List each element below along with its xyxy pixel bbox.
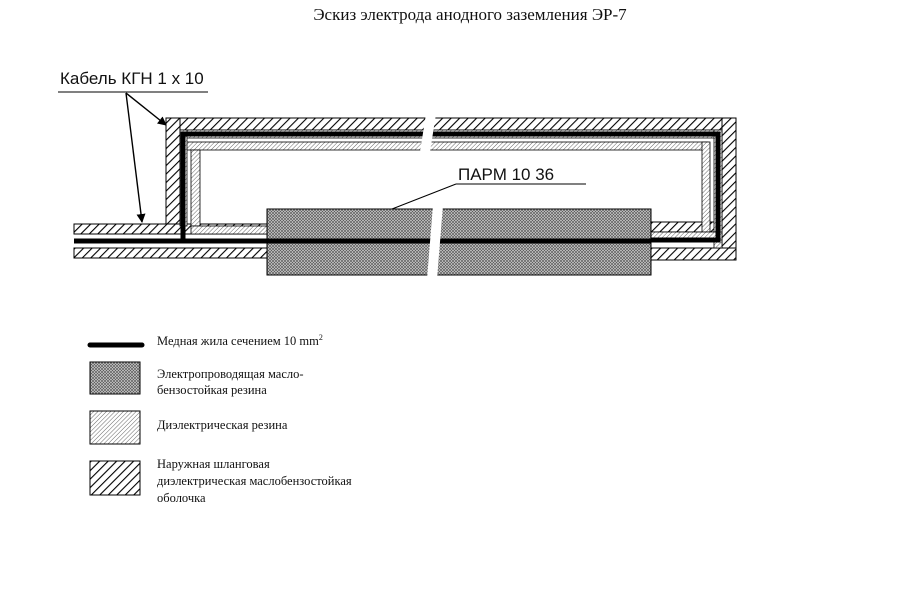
legend-sheath-line-2: диэлектрическая маслобензостойкая (157, 474, 352, 488)
diagram-title: Эскиз электрода анодного заземления ЭР-7 (313, 5, 627, 24)
dielectric-rubber-swatch (89, 410, 141, 445)
conductive-rubber-swatch (89, 361, 141, 395)
legend-item-conductive-rubber: Электропроводящая масло- бензостойкая ре… (89, 361, 304, 397)
legend-copper-core-superscript: 2 (319, 333, 323, 342)
legend-copper-core-text: Медная жила сечением 10 mm (157, 334, 319, 348)
legend-item-dielectric-rubber: Диэлектрическая резина (89, 410, 288, 445)
legend-sheath-line-1: Наружная шланговая (157, 457, 270, 471)
legend-item-outer-sheath: Наружная шланговая диэлектрическая масло… (89, 457, 352, 505)
copper-core-wire (74, 131, 721, 244)
cable-label: Кабель КГН 1 х 10 (60, 69, 204, 88)
legend: Медная жила сечением 10 mm2 Электропрово… (87, 333, 352, 505)
electrode-drawing (73, 114, 737, 279)
cable-arrow-upper (125, 92, 167, 126)
outer-sheath-swatch (89, 460, 141, 496)
svg-text:Медная жила сечением 10 mm2: Медная жила сечением 10 mm2 (157, 333, 323, 348)
legend-dielectric-text: Диэлектрическая резина (157, 418, 288, 432)
legend-sheath-line-3: оболочка (157, 491, 206, 505)
electrode-leader-line (391, 183, 457, 210)
break-gap-top (420, 114, 436, 152)
legend-item-copper-core: Медная жила сечением 10 mm2 (87, 333, 323, 348)
break-gap-bottom (427, 205, 443, 279)
cable-callout: Кабель КГН 1 х 10 (58, 69, 208, 223)
electrode-label: ПАРМ 10 36 (458, 165, 554, 184)
cable-arrow-lower (125, 92, 146, 223)
electrode-callout: ПАРМ 10 36 (391, 165, 586, 210)
outer-sheath-frame (73, 117, 737, 261)
legend-conductive-line-1: Электропроводящая масло- (157, 367, 304, 381)
legend-conductive-line-2: бензостойкая резина (157, 383, 267, 397)
